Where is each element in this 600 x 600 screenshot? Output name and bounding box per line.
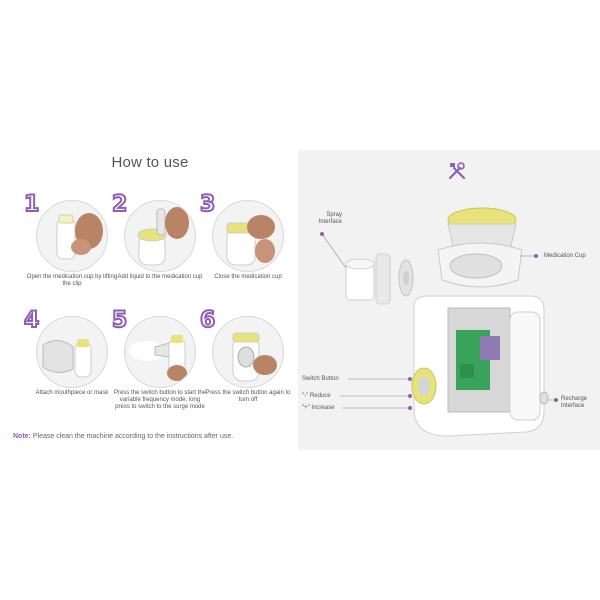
step-5-photo — [124, 316, 196, 388]
note-text: Please clean the machine according to th… — [32, 433, 234, 440]
step-caption: Add liquid to the medication cup — [117, 274, 203, 280]
step-6-photo — [212, 316, 284, 388]
step-1-photo — [36, 200, 108, 272]
label-spray-interface: Spray Interface — [318, 212, 342, 225]
label-increase: "+" Increase — [302, 405, 335, 411]
how-to-use-panel: How to use 1 Open the medication cup by … — [10, 148, 293, 453]
step-2-photo — [124, 200, 196, 272]
step-number: 5 — [111, 307, 128, 334]
step-caption: Attach mouthpiece or mask — [35, 390, 109, 396]
step-number: 2 — [111, 191, 128, 218]
label-reduce: "-" Reduce — [302, 393, 331, 399]
note: Note: Please clean the machine according… — [13, 433, 293, 440]
step-caption: Close the medication cup — [214, 274, 282, 280]
step-caption: Press the switch button again to turn of… — [205, 390, 291, 404]
medication-cup-part — [437, 207, 523, 288]
note-label: Note: — [13, 433, 31, 440]
step-number: 1 — [23, 191, 40, 218]
step-caption: Press the switch button to start the var… — [113, 390, 207, 411]
step-number: 4 — [23, 307, 40, 334]
spray-interface-part — [345, 253, 391, 305]
label-switch-button: Switch Button — [302, 376, 339, 382]
leader-lines — [320, 232, 558, 410]
tools-icon — [448, 162, 466, 180]
step-4-photo — [36, 316, 108, 388]
exploded-diagram-panel: Spray Interface Medication Cup Switch Bu… — [298, 150, 600, 450]
main-body-part — [411, 295, 549, 437]
label-recharge-interface: Recharge Interface — [561, 396, 588, 409]
step-number: 3 — [199, 191, 216, 218]
step-number: 6 — [199, 307, 216, 334]
step-caption: Open the medication cup by lifting the c… — [26, 274, 118, 288]
device-illustration — [320, 207, 558, 437]
mesh-disc-part — [398, 259, 414, 297]
panel-title: How to use — [111, 154, 189, 171]
step-3-photo — [212, 200, 284, 272]
label-medication-cup: Medication Cup — [544, 253, 586, 259]
